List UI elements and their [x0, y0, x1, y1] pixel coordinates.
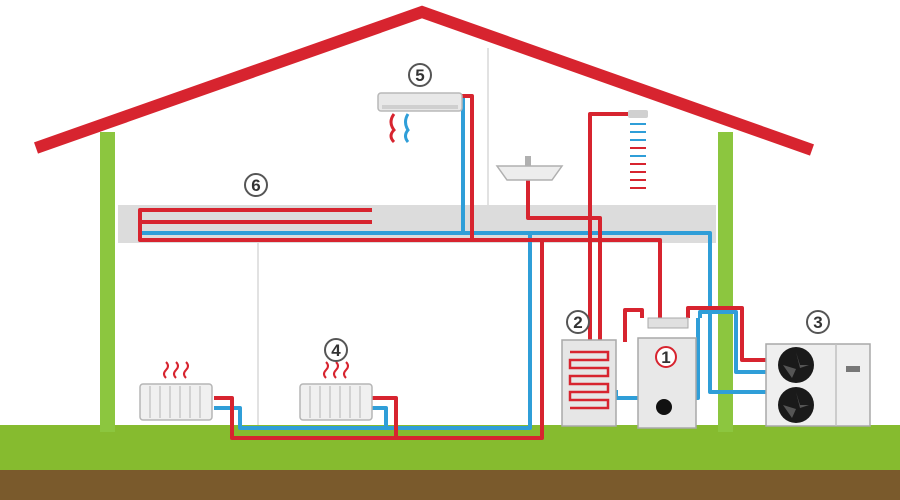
ac-cold-airflow-icon: [404, 113, 410, 143]
boiler-manifold: [647, 317, 689, 329]
heat-pump-fan-icon: [765, 343, 871, 427]
marker-number: 5: [415, 66, 424, 85]
left-wall: [100, 132, 115, 432]
marker-radiator: 4: [324, 338, 348, 362]
marker-outdoor-unit: 3: [806, 310, 830, 334]
tank-heating-coil: [568, 350, 610, 410]
cold-pipe-outdoor-unit-link: [698, 310, 770, 374]
outdoor-unit-label: [846, 366, 860, 372]
marker-number: 2: [573, 313, 582, 332]
hot-pipe-outdoor-unit-2: [686, 306, 770, 362]
hot-pipe-sink: [526, 180, 602, 342]
radiator-icon: [299, 361, 373, 421]
marker-number: 3: [813, 313, 822, 332]
grass-strip: [0, 425, 900, 475]
marker-underfloor-heating: 6: [244, 173, 268, 197]
boiler-icon: [637, 317, 697, 429]
house-roof-icon: [34, 5, 815, 156]
fan-bottom: [778, 387, 814, 423]
sink-basin: [495, 165, 564, 181]
marker-number: 1: [661, 348, 670, 367]
right-wall: [718, 132, 733, 432]
fan-top: [778, 347, 814, 383]
sink-icon: [495, 156, 564, 181]
hot-pipe-radiator-2: [372, 396, 398, 438]
hot-pipe-floor-heating-loop: [138, 208, 372, 224]
heat-waves-icon: [163, 361, 189, 379]
radiator-body: [299, 383, 373, 421]
marker-storage-tank: 2: [566, 310, 590, 334]
cold-pipe-radiator-2: [372, 406, 388, 428]
ac-hot-airflow-icon: [389, 113, 396, 144]
shower-icon: [628, 110, 648, 189]
hot-pipe-radiators: [214, 240, 544, 440]
radiator-body: [139, 383, 213, 421]
hot-pipe-main-supply: [138, 222, 662, 318]
shower-water-spray: [630, 123, 646, 189]
wall-ac-unit-icon: [377, 92, 463, 144]
hot-pipe-outdoor-unit: [623, 308, 644, 342]
marker-boiler: 1: [655, 346, 677, 368]
marker-number: 4: [331, 341, 341, 360]
marker-air-conditioner: 5: [408, 63, 432, 87]
hot-pipe-shower: [588, 112, 630, 342]
boiler-gauge: [656, 399, 672, 415]
radiator-icon: [139, 361, 213, 421]
ac-vent: [382, 105, 458, 109]
ground: [0, 425, 900, 500]
sink-tap: [525, 156, 531, 166]
water-tank-icon: [561, 339, 617, 427]
heat-waves-icon: [323, 361, 349, 379]
marker-number: 6: [251, 176, 260, 195]
shower-head: [628, 110, 648, 118]
soil-strip: [0, 470, 900, 500]
